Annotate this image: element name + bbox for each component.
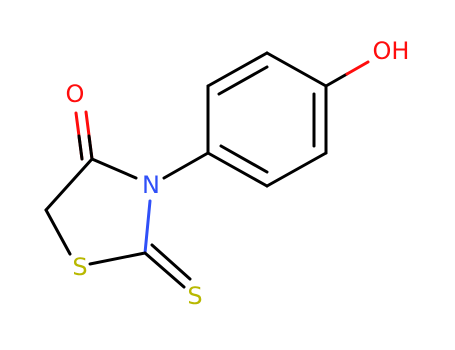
bond-ar-3 xyxy=(265,51,328,88)
bond-c5-s xyxy=(44,208,72,256)
bond-cs-1 xyxy=(143,251,186,289)
atom-sulfur-ring: S xyxy=(72,253,87,281)
bond-co-lower-2 xyxy=(77,134,84,161)
bond-ar-5 xyxy=(265,151,328,188)
bond-s-c2 xyxy=(88,251,147,266)
bond-co-lower-1 xyxy=(87,134,94,161)
bond-n-aryl xyxy=(162,151,210,180)
atom-hydroxyl: OH xyxy=(373,37,410,65)
bond-c4-n xyxy=(90,157,138,180)
bond-n-c2 xyxy=(143,199,152,255)
bond-ar-inner-3 xyxy=(219,144,269,174)
bond-c-oh-black xyxy=(324,72,349,88)
atom-sulfur-thione: S xyxy=(187,282,202,310)
bond-cs-2 xyxy=(150,243,192,281)
bond-c4-c5 xyxy=(44,157,94,212)
bond-ar-6 xyxy=(206,151,269,188)
bond-c-oh-red xyxy=(345,60,370,76)
atom-nitrogen: N xyxy=(142,171,160,199)
atom-oxygen-carbonyl: O xyxy=(66,80,85,108)
bond-ar-inner-1 xyxy=(217,65,269,96)
bond-ar-2 xyxy=(206,51,269,88)
atom-layer: O N S S OH xyxy=(66,37,410,310)
bond-layer xyxy=(44,51,370,289)
